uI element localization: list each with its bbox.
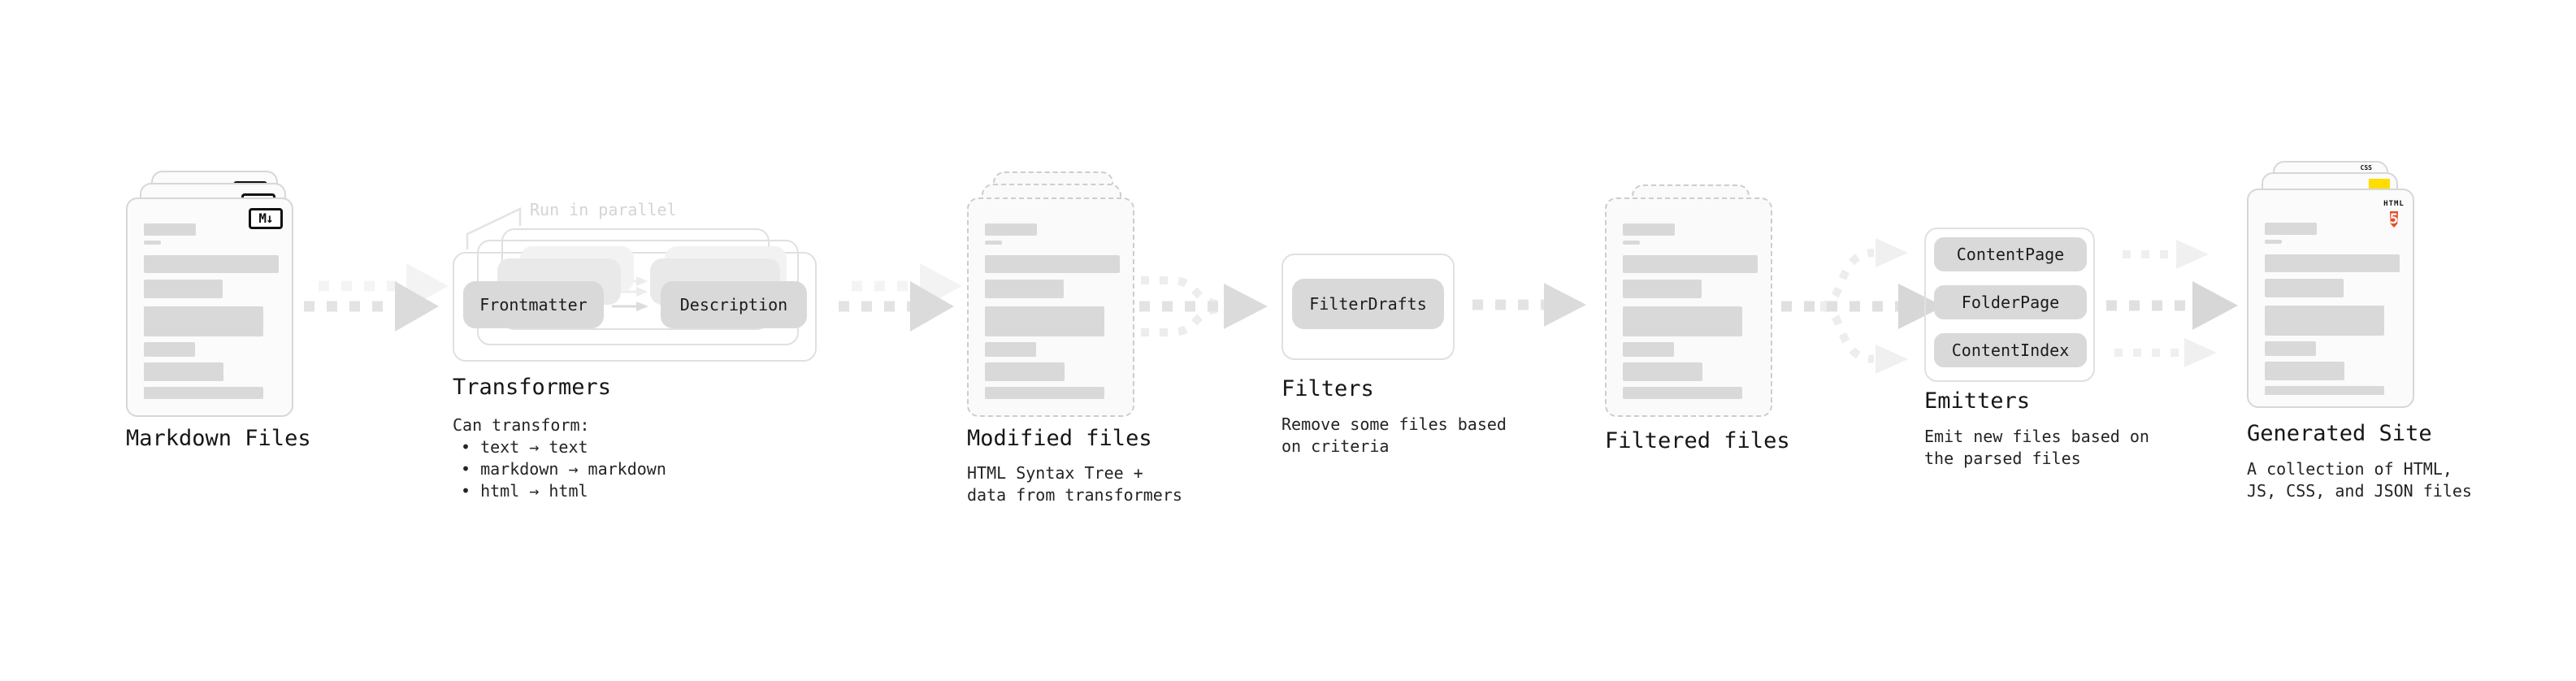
transformers-description: Can transform: • text → text • markdown … <box>453 414 666 502</box>
folderpage-pill: FolderPage <box>1934 285 2087 319</box>
emitters-description: Emit new files based on the parsed files <box>1924 426 2149 470</box>
description-line: • text → text <box>461 437 588 457</box>
description-line: Emit new files based on <box>1924 427 2149 446</box>
generated-site-title: Generated Site <box>2247 421 2432 446</box>
description-line: the parsed files <box>1924 449 2081 468</box>
description-line: A collection of HTML, <box>2247 459 2452 479</box>
filters-title: Filters <box>1281 376 1374 401</box>
arrow-filtered-to-emitters <box>1781 238 1944 374</box>
emitters-title: Emitters <box>1924 388 2031 414</box>
markdown-icon: M↓ <box>249 208 283 229</box>
emitters-frame <box>1924 228 2095 382</box>
description-line: Can transform: <box>453 415 590 435</box>
description-line: • html → html <box>461 481 588 501</box>
run-in-parallel-annotation: Run in parallel <box>530 200 677 219</box>
modified-files-title: Modified files <box>967 426 1152 451</box>
arrow-emitters-to-site <box>2106 240 2238 367</box>
contentindex-pill: ContentIndex <box>1934 333 2087 367</box>
filtered-files-title: Filtered files <box>1605 428 1790 453</box>
site-file-card-html: HTML 5 <box>2247 189 2414 408</box>
html5-wordmark: HTML <box>2383 200 2405 208</box>
frontmatter-pill: Frontmatter <box>463 281 604 328</box>
modified-file-card-front <box>967 197 1134 417</box>
doc-content-placeholder <box>985 223 1121 404</box>
description-line: JS, CSS, and JSON files <box>2247 481 2472 501</box>
arrow-modified-to-filters <box>1139 276 1268 336</box>
filters-description: Remove some files based on criteria <box>1281 414 1507 458</box>
markdown-files-title: Markdown Files <box>126 426 311 451</box>
filters-frame <box>1281 254 1455 360</box>
doc-content-placeholder <box>1623 223 1759 404</box>
doc-content-placeholder <box>2265 223 2401 395</box>
html5-icon: HTML 5 <box>2383 193 2405 230</box>
contentpage-pill: ContentPage <box>1934 237 2087 271</box>
filtered-file-card-front <box>1605 197 1772 417</box>
description-line: on criteria <box>1281 436 1390 456</box>
arrow-transformers-to-modified <box>839 263 962 332</box>
annotation-leader-line <box>466 207 522 249</box>
html5-shield: 5 <box>2389 211 2399 228</box>
filterdrafts-pill: FilterDrafts <box>1292 279 1444 329</box>
description-pill: Description <box>661 281 807 328</box>
arrow-filters-to-filtered <box>1472 283 1586 327</box>
description-line: • markdown → markdown <box>461 459 666 479</box>
modified-files-description: HTML Syntax Tree + data from transformer… <box>967 462 1182 506</box>
description-line: HTML Syntax Tree + <box>967 463 1143 483</box>
js-icon <box>2369 179 2390 189</box>
transformers-title: Transformers <box>453 375 612 400</box>
transformer-layer-front <box>453 252 817 362</box>
description-line: data from transformers <box>967 485 1182 505</box>
markdown-file-card-front: M↓ <box>126 197 293 417</box>
doc-content-placeholder <box>144 223 280 404</box>
description-line: Remove some files based <box>1281 414 1507 434</box>
generated-site-description: A collection of HTML, JS, CSS, and JSON … <box>2247 458 2472 502</box>
arrow-markdown-to-transformers <box>304 263 449 332</box>
